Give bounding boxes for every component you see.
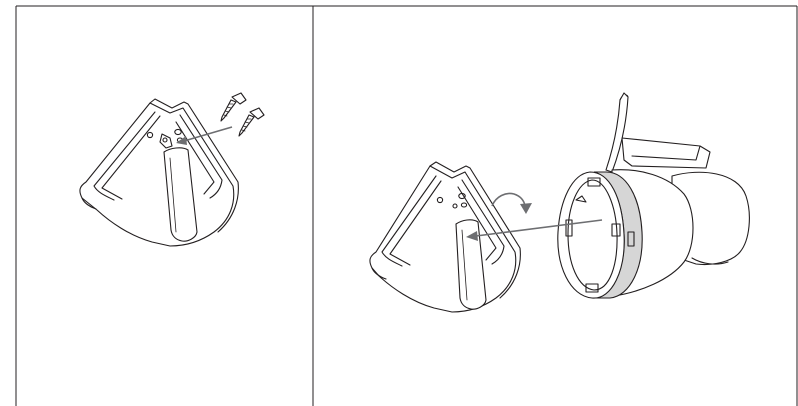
camera-icon bbox=[558, 93, 750, 298]
wall-bracket-icon bbox=[370, 162, 520, 312]
screw-icon bbox=[221, 93, 246, 121]
wall-bracket-icon bbox=[80, 99, 238, 246]
rotate-arrow-icon bbox=[492, 194, 532, 215]
screw-icon bbox=[239, 108, 264, 136]
panel-attach-camera bbox=[370, 93, 749, 312]
panel-mount-bracket bbox=[80, 93, 264, 246]
